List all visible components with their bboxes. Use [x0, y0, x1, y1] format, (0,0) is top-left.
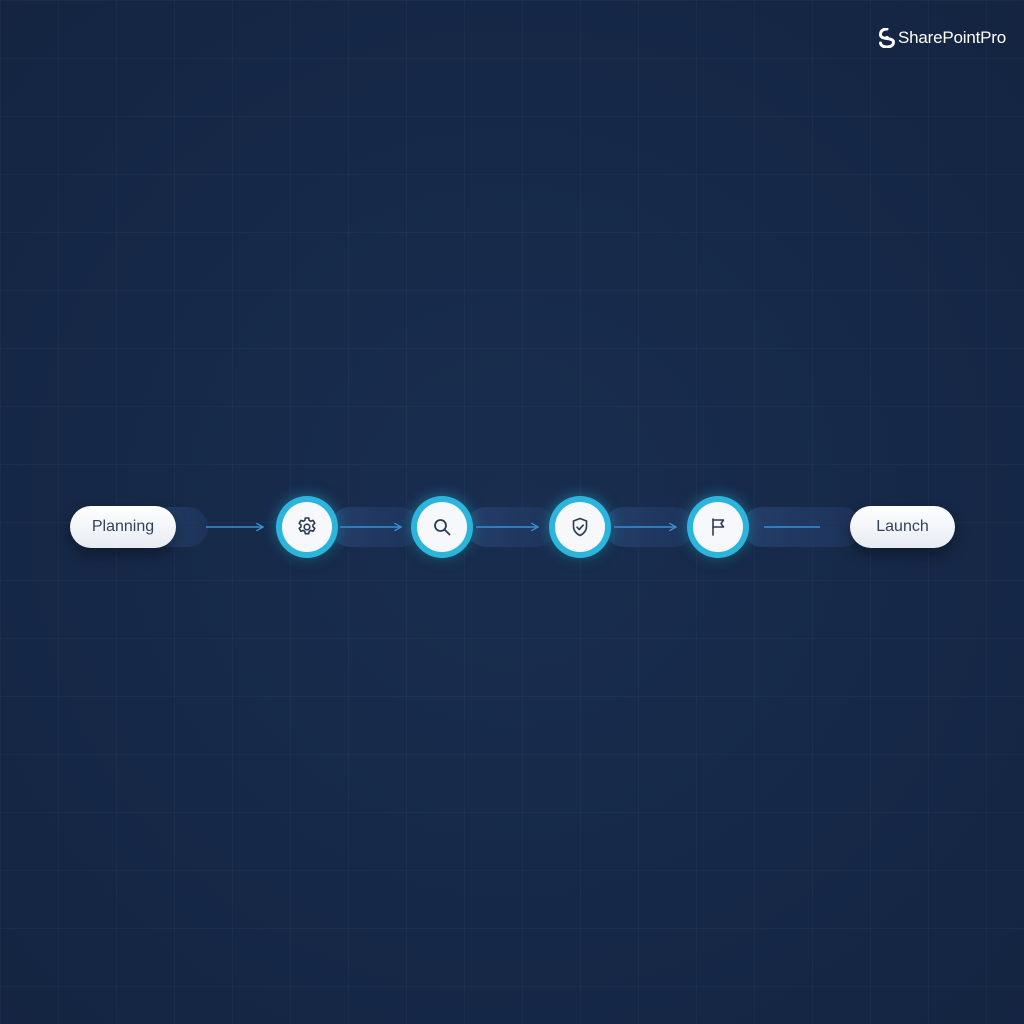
- flag-icon: [712, 518, 725, 536]
- step-node-face: [417, 502, 467, 552]
- gear-icon: [298, 517, 316, 535]
- brand-name: SharePointPro: [898, 28, 1006, 47]
- start-step-planning[interactable]: Planning: [70, 506, 176, 548]
- step-node-face: [693, 502, 743, 552]
- step-node-search[interactable]: [411, 496, 473, 558]
- search-icon: [434, 519, 451, 536]
- brand-logo: SharePointPro: [879, 28, 1006, 48]
- brand-logo-mark-icon: [879, 28, 896, 48]
- start-step-label: Planning: [91, 518, 155, 535]
- end-step-launch[interactable]: Launch: [850, 506, 955, 548]
- step-node-face: [555, 502, 605, 552]
- step-node-settings[interactable]: [276, 496, 338, 558]
- step-node-milestone[interactable]: [687, 496, 749, 558]
- end-step-label: Launch: [876, 518, 929, 535]
- step-node-security[interactable]: [549, 496, 611, 558]
- step-node-face: [282, 502, 332, 552]
- shield-check-icon: [572, 517, 588, 537]
